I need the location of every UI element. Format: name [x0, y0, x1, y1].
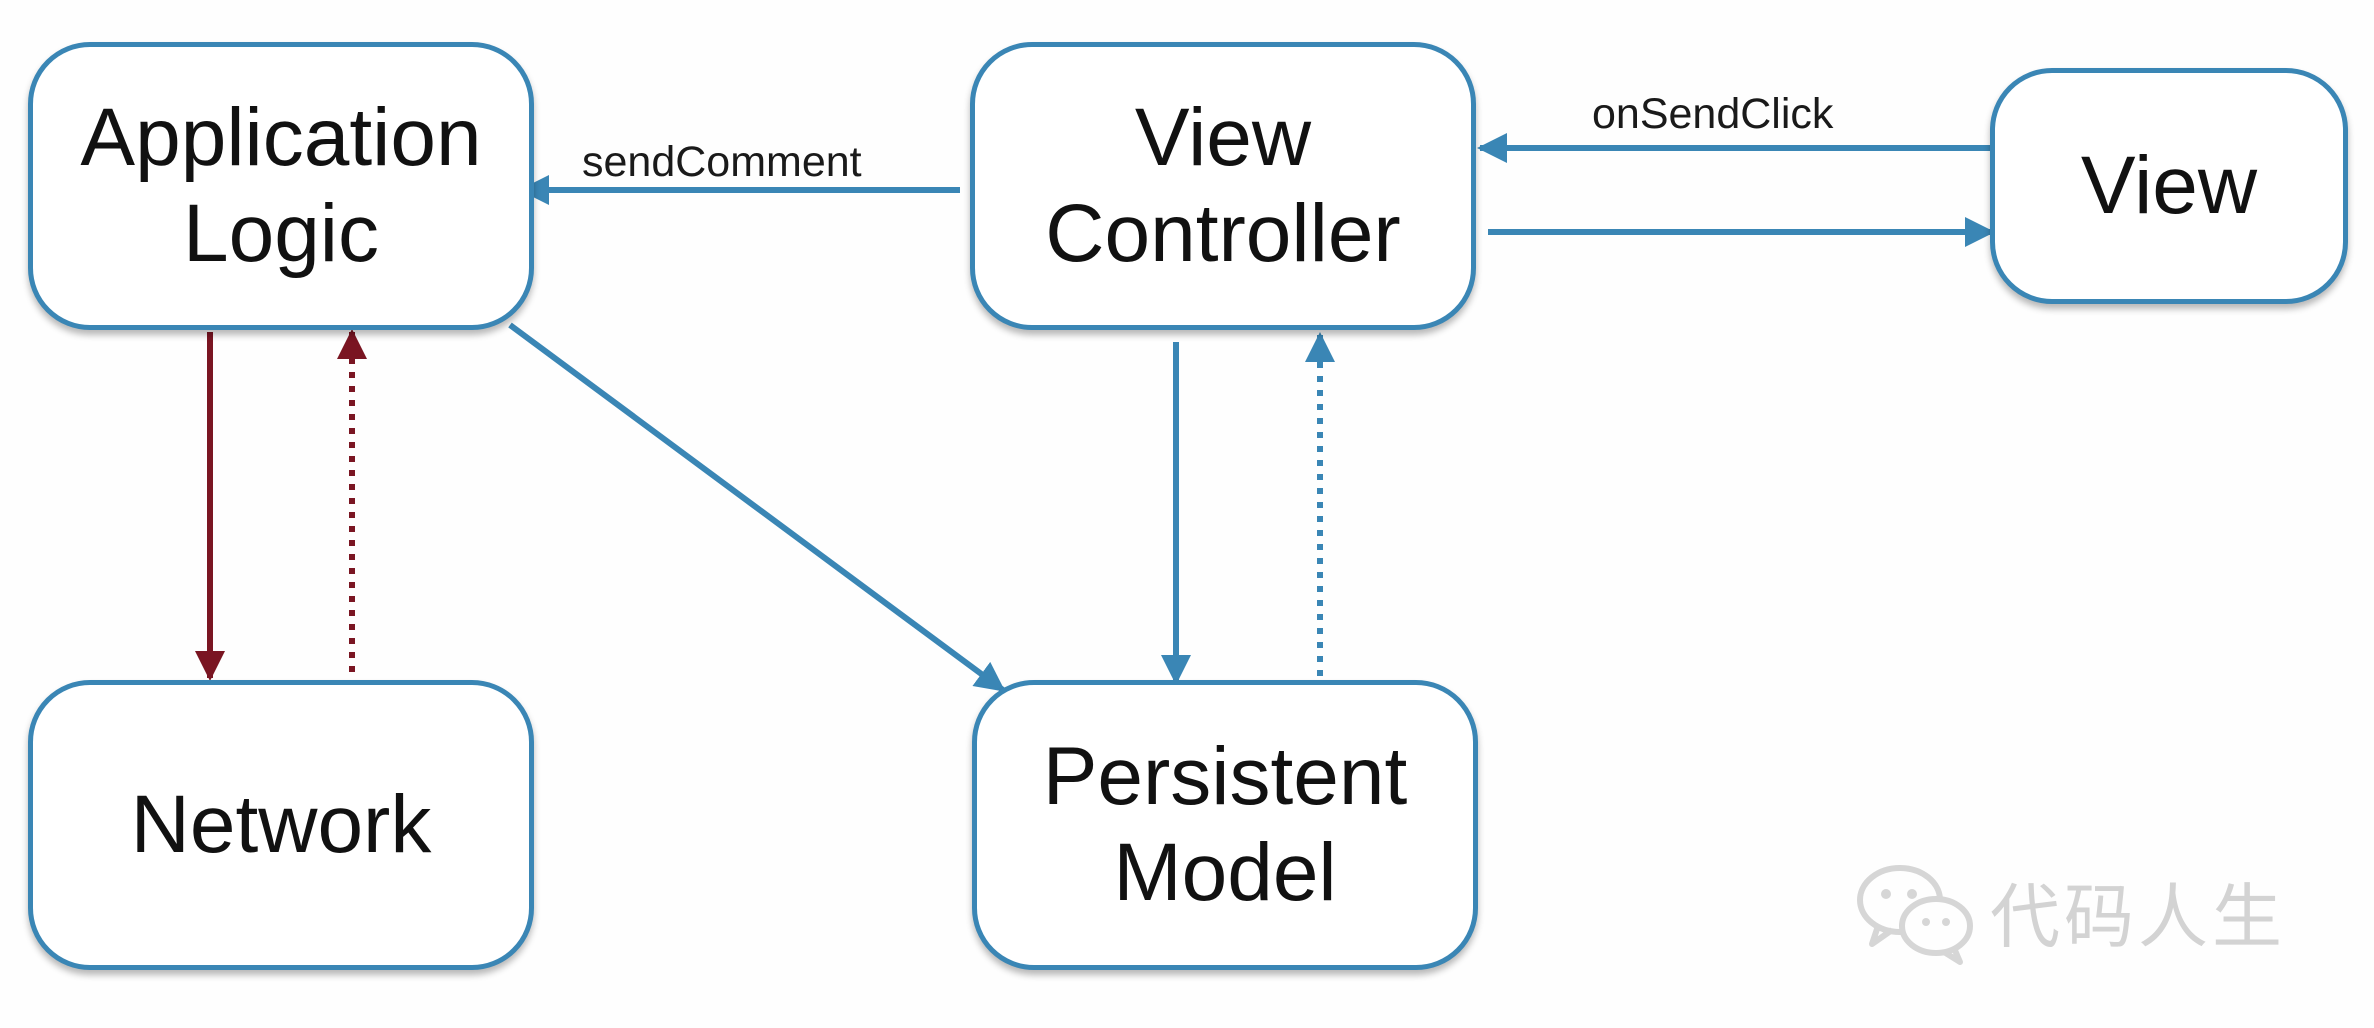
node-view: View	[1990, 68, 2348, 304]
wechat-icon	[1857, 865, 1973, 965]
node-application-logic: Application Logic	[28, 42, 534, 330]
node-persistent-model: Persistent Model	[972, 680, 1478, 970]
watermark-text: 代码人生	[1990, 875, 2286, 958]
edge-label-send-comment: sendComment	[582, 138, 862, 186]
watermark: 代码人生	[1850, 856, 2286, 966]
node-view-controller: View Controller	[970, 42, 1476, 330]
edge-label-on-send-click: onSendClick	[1592, 90, 1834, 138]
node-network: Network	[28, 680, 534, 970]
arrow-applogic-to-persistentmodel	[508, 322, 1006, 693]
